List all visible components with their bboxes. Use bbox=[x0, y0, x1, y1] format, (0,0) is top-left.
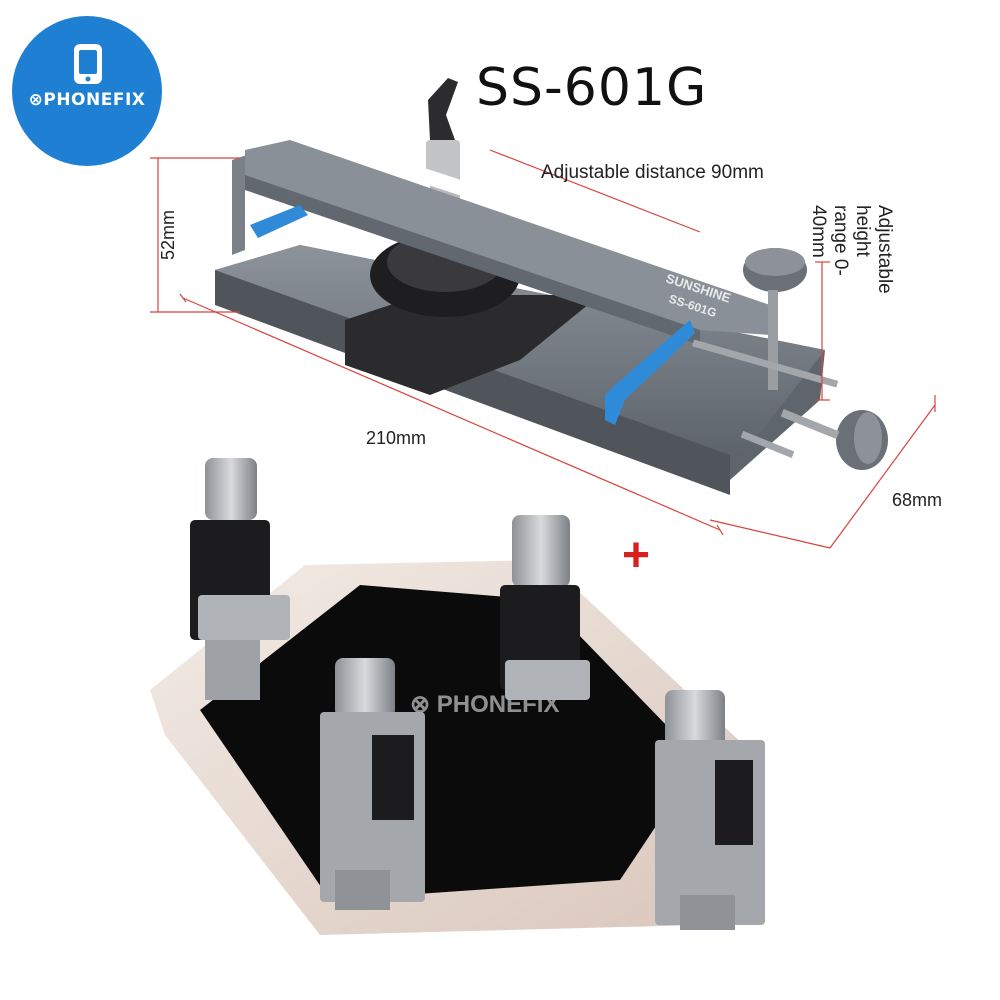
black-pad bbox=[345, 295, 600, 395]
dim-adjustable-height-line2: range 0-40mm bbox=[808, 205, 851, 276]
blue-clamp-left bbox=[250, 205, 308, 238]
phone-clamp-1 bbox=[190, 458, 290, 700]
phone-clamp-3 bbox=[320, 658, 425, 910]
phonefix-logo: ⊗PHONEFIX bbox=[12, 16, 162, 166]
top-knob bbox=[426, 78, 460, 180]
dim-distance-label: Adjustable distance 90mm bbox=[541, 162, 764, 183]
dim-width-label: 68mm bbox=[892, 490, 943, 510]
phone-clamp-2 bbox=[500, 515, 590, 700]
product-title: SS-601G bbox=[476, 58, 708, 118]
logo-text: ⊗PHONEFIX bbox=[28, 90, 146, 110]
blue-clamp-right bbox=[605, 320, 695, 425]
dim-adjustable-height-label: Adjustable height range 0-40mm bbox=[807, 205, 895, 310]
side-knob bbox=[692, 339, 888, 470]
height-knob bbox=[743, 248, 807, 390]
dim-height-label: 52mm bbox=[158, 209, 178, 260]
dim-adjustable-height-line1: Adjustable height bbox=[852, 205, 895, 294]
plus-sign: + bbox=[622, 529, 651, 582]
dim-length-label: 210mm bbox=[366, 428, 427, 448]
dimension-lines bbox=[150, 149, 936, 549]
upper-frame bbox=[232, 140, 770, 345]
phone-clamp-4 bbox=[655, 690, 765, 930]
phone-repair-icon bbox=[74, 44, 102, 84]
